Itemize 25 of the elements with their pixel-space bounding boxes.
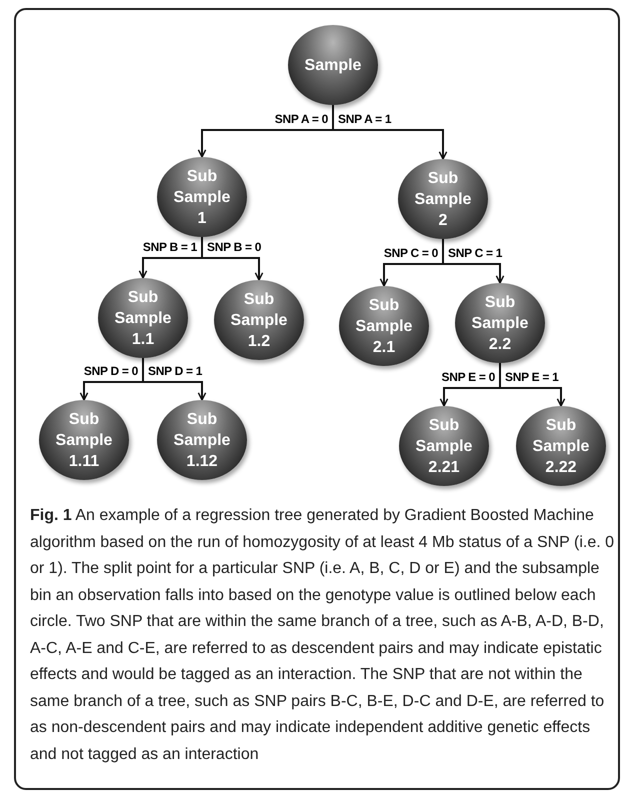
- arrow: [332, 105, 448, 160]
- edge-label: SNP A = 1: [338, 113, 392, 125]
- node-label: Sub Sample 1.11: [54, 410, 114, 472]
- node-label: Sample: [304, 56, 362, 76]
- node-label: Sub Sample 2.21: [414, 416, 474, 478]
- arrow: [201, 237, 264, 281]
- node-label: Sub Sample 1.1: [114, 288, 172, 350]
- edge-label: SNP C = 1: [448, 247, 502, 259]
- edge-label: SNP B = 1: [142, 241, 197, 253]
- node-label: Sub Sample 2.2: [470, 292, 530, 354]
- node-label: Sub Sample 1.2: [230, 290, 288, 352]
- node-label: Sub Sample 2.1: [354, 296, 414, 358]
- edge-label: SNP D = 0: [84, 365, 138, 377]
- edge-label: SNP E = 1: [505, 371, 558, 383]
- edge-label: SNP E = 0: [442, 371, 495, 383]
- figure-caption: Fig. 1 An example of a regression tree generated by Gradient Boosted Machine algorithm based on the run of homozygosity of at least 4 Mb status of a SNP (i.e. 0 or 1). The split point for a particular SNP (i.e. A, B, C, D or E) and the subsample bin an observation falls into based on the genotype value is outlined below each circle. Two SNP that are within the same branch of a tree, such as A-B, A-D, B-D, A-C, A-E and C-E, are referred to as descendent pairs and may indicate epistatic effects and would be tagged as an interaction. The SNP that are not within the same branch of a tree, such as SNP pairs B-C, B-E, D-C and D-E, are referred to as non-descendent pairs and may indicate independent additive genetic effects and not tagged as an interaction: [30, 506, 616, 764]
- node-label: Sub Sample 1: [172, 166, 232, 228]
- edge-label: SNP B = 0: [207, 241, 262, 253]
- edge-label: SNP A = 0: [274, 113, 328, 125]
- node-label: Sub Sample 2: [414, 168, 472, 230]
- node-label: Sub Sample 2.22: [532, 416, 590, 478]
- edge-label: SNP D = 1: [148, 365, 202, 377]
- arrow: [142, 358, 206, 401]
- edge-label: SNP C = 0: [384, 247, 438, 259]
- node-label: Sub Sample 1.12: [172, 410, 232, 472]
